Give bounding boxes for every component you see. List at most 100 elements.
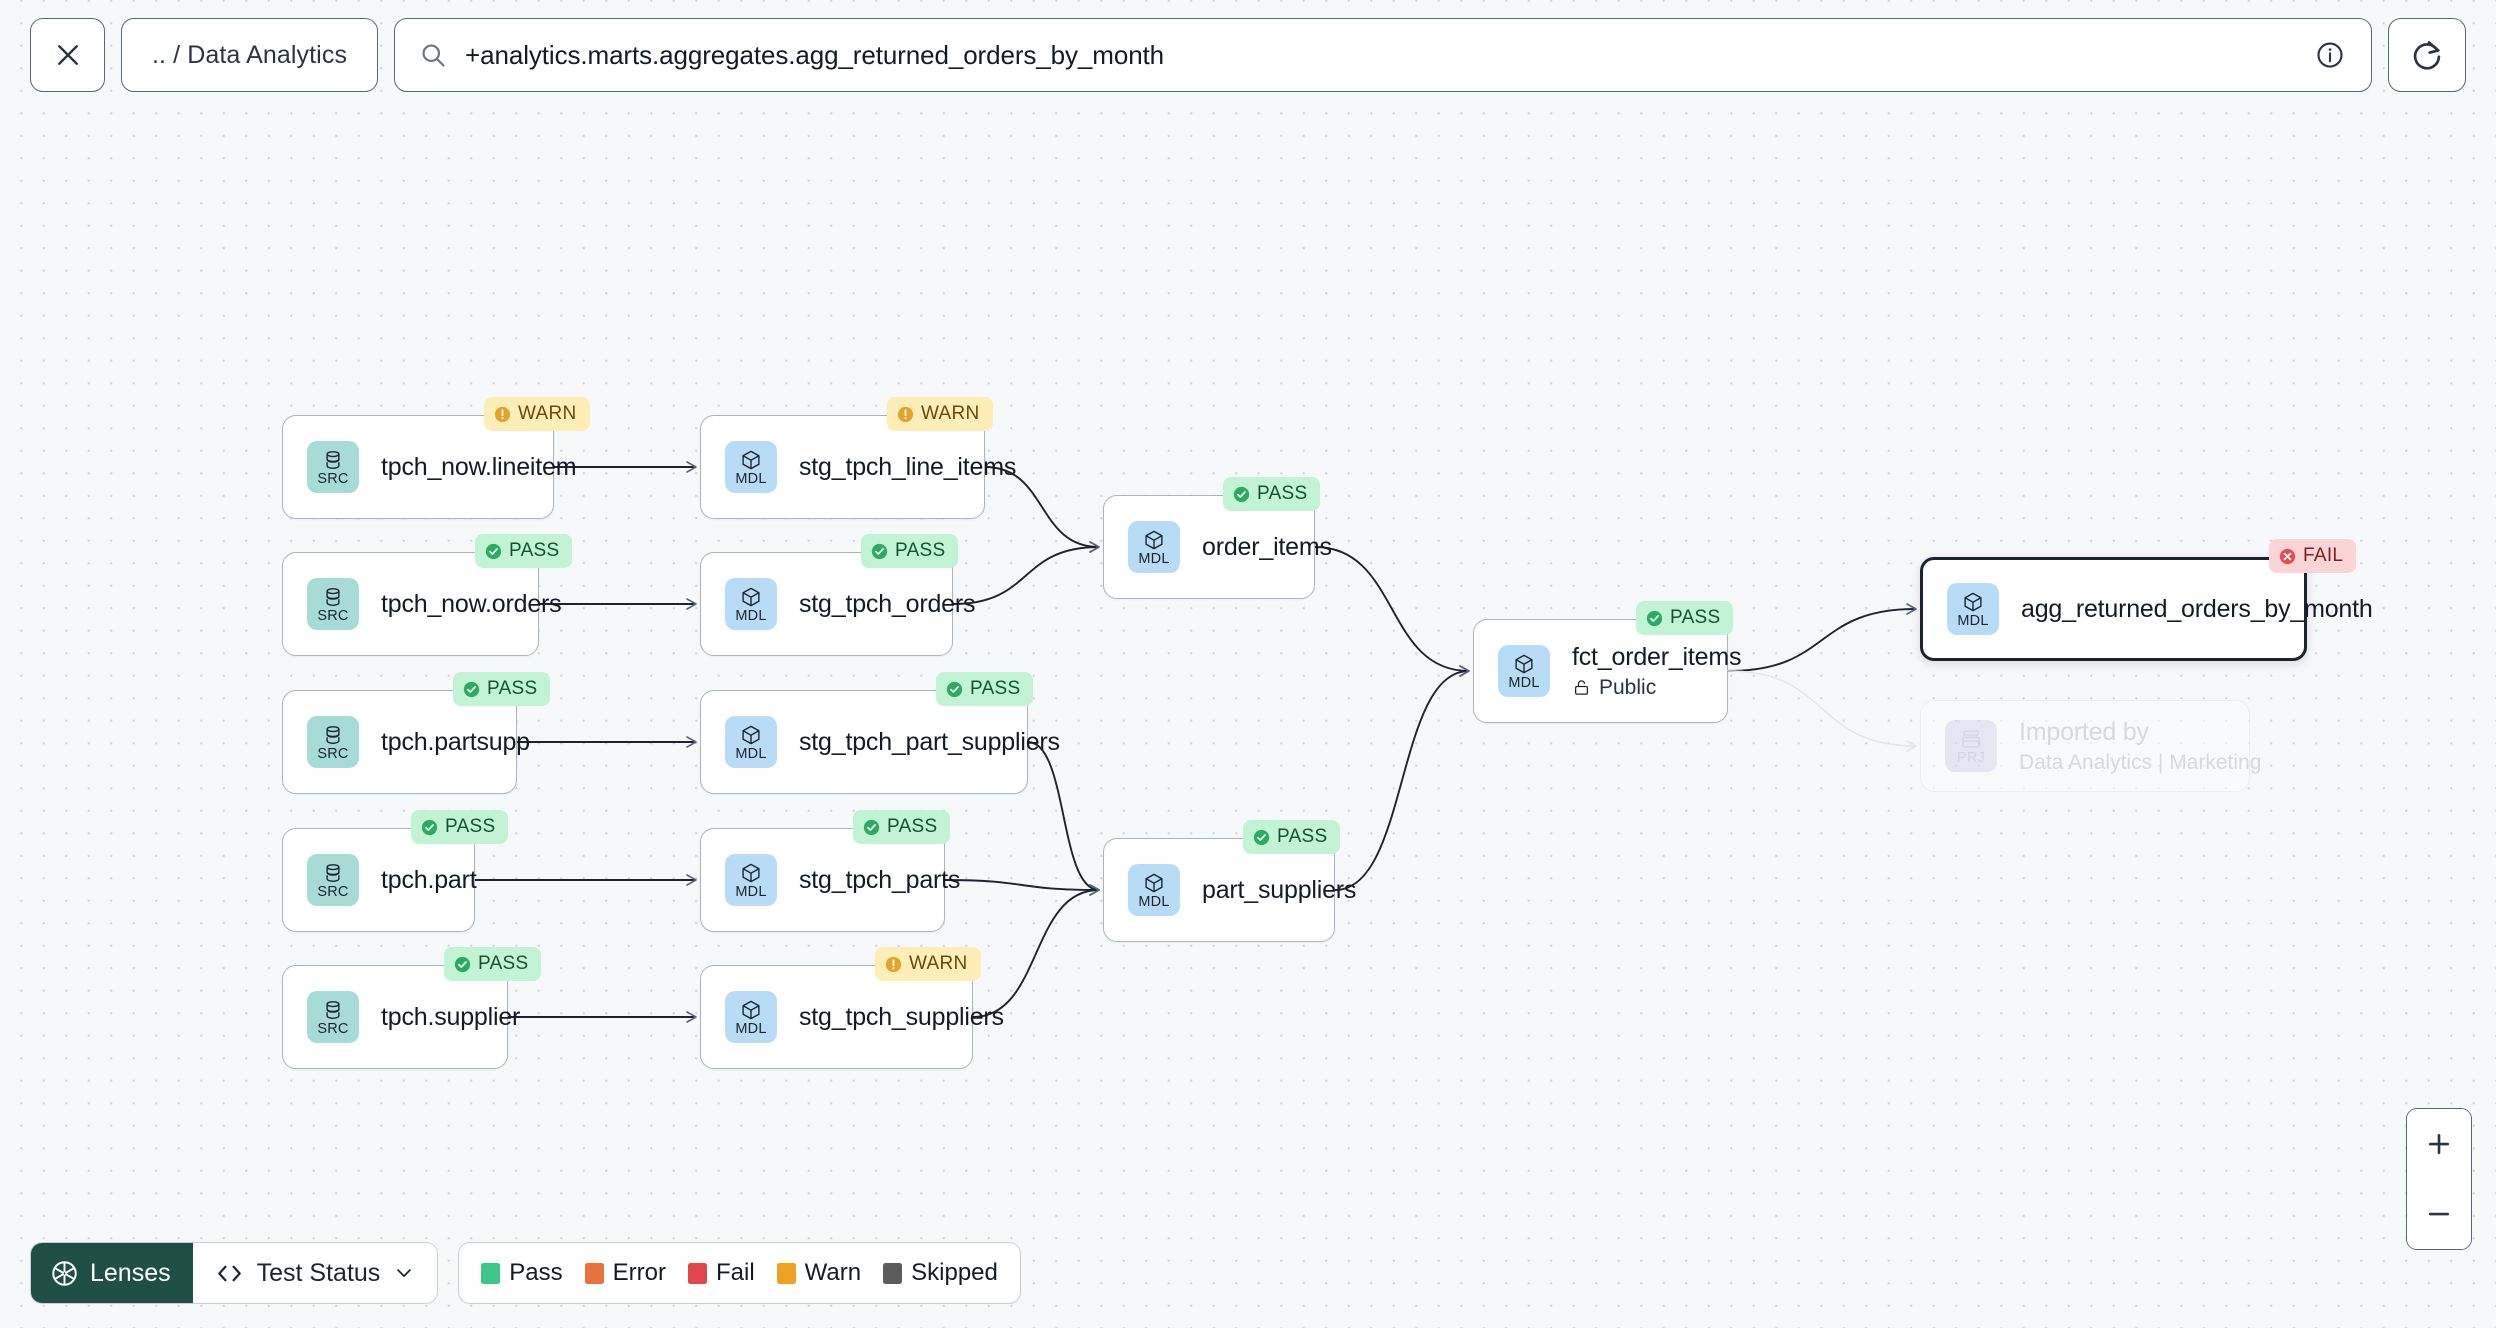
- edge-arrowhead: [1906, 603, 1917, 615]
- zoom-out-button[interactable]: [2407, 1179, 2471, 1249]
- legend-swatch: [776, 1262, 796, 1284]
- node-type-chip-src: SRC: [307, 441, 359, 493]
- check-circle-icon: [1646, 610, 1663, 626]
- aperture-icon: [52, 1260, 77, 1286]
- breadcrumb-button[interactable]: .. / Data Analytics: [121, 18, 379, 92]
- pass-check-icon: [1233, 486, 1250, 503]
- search-bar[interactable]: +analytics.marts.aggregates.agg_returned…: [394, 18, 2372, 92]
- status-badge-label: WARN: [909, 953, 968, 974]
- legend-item-skipped[interactable]: Skipped: [883, 1259, 998, 1287]
- zoom-in-button[interactable]: [2407, 1109, 2471, 1179]
- lenses-button[interactable]: Lenses: [31, 1243, 193, 1303]
- status-badge-pass: PASS: [453, 672, 551, 706]
- pass-check-icon: [454, 956, 471, 973]
- status-badge-pass: PASS: [411, 810, 509, 844]
- close-button[interactable]: [30, 18, 105, 92]
- node-title: tpch.part: [381, 865, 477, 894]
- node-title: tpch_now.lineitem: [381, 452, 577, 481]
- node-body: part_suppliers: [1202, 876, 1356, 905]
- plus-icon: [2428, 1133, 2450, 1155]
- graph-edge: [1727, 608, 1917, 672]
- status-badge-pass: PASS: [1223, 477, 1321, 511]
- status-badge-label: PASS: [445, 816, 496, 837]
- legend-label: Fail: [716, 1259, 755, 1286]
- refresh-icon: [2413, 41, 2441, 70]
- node-subtitle: Data Analytics | Marketing: [2019, 751, 2261, 775]
- pass-check-icon: [421, 819, 438, 836]
- node-body: tpch.partsupp: [381, 728, 530, 757]
- status-badge-label: FAIL: [2303, 545, 2344, 566]
- graph-node-src_lineitem[interactable]: SRC tpch_now.lineitem: [282, 415, 577, 519]
- graph-node-part_supp[interactable]: MDL part_suppliers: [1103, 838, 1356, 942]
- check-circle-icon: [1253, 829, 1270, 845]
- node-type-label: MDL: [1138, 893, 1170, 910]
- node-type-label: MDL: [1138, 550, 1170, 567]
- edge-arrowhead: [1089, 884, 1100, 896]
- node-subtitle-text: Public: [1599, 675, 1657, 699]
- node-title: tpch.partsupp: [381, 727, 530, 756]
- pass-check-icon: [946, 681, 963, 698]
- node-type-chip-mdl: MDL: [1128, 864, 1180, 916]
- status-badge-label: WARN: [518, 403, 577, 424]
- status-badge-pass: PASS: [444, 947, 542, 981]
- status-legend: Pass Error Fail Warn Skipped: [458, 1242, 1021, 1304]
- legend-label: Error: [612, 1259, 666, 1286]
- legend-item-fail[interactable]: Fail: [688, 1259, 755, 1287]
- node-type-chip-mdl: MDL: [1128, 521, 1180, 573]
- exclamation-circle-icon: [897, 406, 914, 422]
- node-type-chip-src: SRC: [307, 578, 359, 630]
- check-circle-icon: [1233, 486, 1250, 502]
- edge-arrowhead: [1089, 884, 1100, 896]
- node-type-label: PRJ: [1957, 749, 1985, 766]
- edge-arrowhead: [686, 1011, 697, 1023]
- test-status-dropdown[interactable]: Test Status: [192, 1243, 438, 1303]
- legend-item-error[interactable]: Error: [584, 1259, 666, 1287]
- node-type-label: MDL: [735, 607, 767, 624]
- database-icon: [326, 587, 340, 606]
- node-type-label: MDL: [735, 1020, 767, 1037]
- legend-item-warn[interactable]: Warn: [776, 1259, 861, 1287]
- lenses-group: Lenses Test Status: [30, 1242, 439, 1304]
- database-icon: [326, 450, 340, 469]
- graph-edge: [1314, 546, 1470, 672]
- node-type-chip-mdl: MDL: [725, 578, 777, 630]
- graph-edge: [972, 889, 1100, 1018]
- minus-icon: [2428, 1212, 2450, 1216]
- node-type-chip-mdl: MDL: [725, 854, 777, 906]
- search-input[interactable]: +analytics.marts.aggregates.agg_returned…: [465, 39, 1165, 70]
- node-type-label: MDL: [735, 745, 767, 762]
- graph-node-stg_parts[interactable]: MDL stg_tpch_parts: [700, 828, 960, 932]
- node-body: stg_tpch_parts: [799, 866, 960, 895]
- check-circle-icon: [454, 956, 471, 972]
- status-badge-label: PASS: [487, 678, 538, 699]
- info-icon[interactable]: [2315, 40, 2345, 70]
- check-circle-icon: [421, 819, 438, 835]
- cube-icon: [1964, 592, 1982, 611]
- database-icon: [326, 863, 340, 882]
- status-badge-pass: PASS: [936, 672, 1034, 706]
- legend-item-pass[interactable]: Pass: [481, 1259, 563, 1287]
- status-badge-pass: PASS: [853, 810, 951, 844]
- node-title: tpch.supplier: [381, 1002, 521, 1031]
- refresh-button[interactable]: [2388, 18, 2466, 92]
- node-type-chip-mdl: MDL: [725, 991, 777, 1043]
- graph-edge: [1727, 670, 1917, 747]
- cube-icon: [1145, 873, 1163, 892]
- node-body: tpch.supplier: [381, 1003, 520, 1032]
